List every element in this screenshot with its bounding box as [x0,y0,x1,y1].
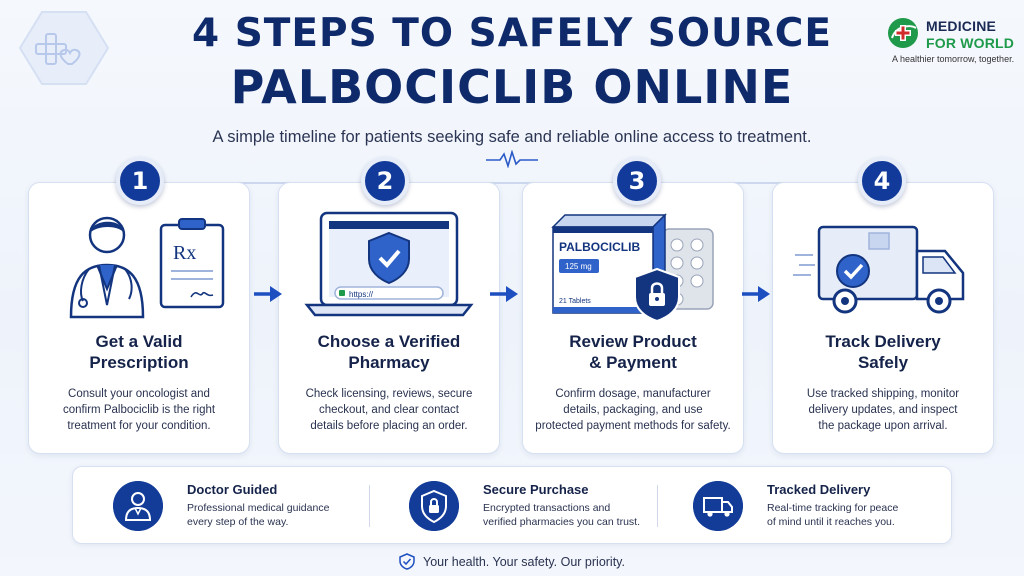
title-line-1: 4 STEPS TO SAFELY SOURCE [192,11,832,56]
step-number-badge-4: 4 [858,157,906,205]
medical-cross-logo-icon [888,18,918,48]
arrow-right-icon [742,286,770,302]
step-title: Track Delivery Safely [781,331,985,373]
page-title: 4 STEPS TO SAFELY SOURCE PALBOCICLIB ONL… [0,10,1024,116]
box-dose: 125 mg [565,262,592,271]
step-desc-line: confirm Palbociclib is the right [62,404,216,416]
feature-description: Professional medical guidance every step… [187,501,357,529]
footer: Your health. Your safety. Our priority. [0,553,1024,570]
timeline-line [150,182,890,184]
step-card-3: PALBOCICLIB 125 mg 21 Tablets Review Pro… [522,182,744,454]
subtitle: A simple timeline for patients seeking s… [212,128,812,146]
feature-desc-line: Real-time tracking for peace [767,502,899,514]
step-description: Check licensing, reviews, secure checkou… [291,386,487,434]
feature-desc-line: Encrypted transactions and [483,502,611,514]
arrow-right-icon [490,286,518,302]
step-number-badge-3: 3 [613,157,661,205]
step-title-line: Prescription [89,353,189,372]
step-card-2: https:// Choose a Verified Pharmacy Chec… [278,182,500,454]
feature-title: Doctor Guided [187,482,278,497]
heartbeat-icon [486,150,538,168]
step-desc-line: details, packaging, and use [563,404,703,416]
feature-description: Real-time tracking for peace of mind unt… [767,501,937,529]
feature-tracked-delivery: Tracked Delivery Real-time tracking for … [693,477,933,535]
step-title-line: Get a Valid [95,332,183,351]
step-desc-line: delivery updates, and inspect [808,404,958,416]
rx-symbol: Rx [173,242,196,264]
feature-title: Tracked Delivery [767,482,871,497]
feature-secure-purchase: Secure Purchase Encrypted transactions a… [409,477,669,535]
feature-desc-line: of mind until it reaches you. [767,516,895,528]
doctor-icon [113,481,163,531]
brand-logo[interactable]: MEDICINE FOR WORLD A healthier tomorrow,… [886,16,1016,66]
laptop-shield-icon: https:// [304,211,474,317]
brand-name-line-1: MEDICINE [926,18,997,34]
box-count: 21 Tablets [559,298,591,305]
feature-description: Encrypted transactions and verified phar… [483,501,653,529]
feature-title: Secure Purchase [483,482,589,497]
shield-check-icon [399,553,415,570]
step-card-1: Rx Get a Valid Prescription Consult your… [28,182,250,454]
truck-icon [693,481,743,531]
step-desc-line: Consult your oncologist and [68,388,210,400]
step-title: Choose a Verified Pharmacy [287,331,491,373]
feature-desc-line: Professional medical guidance [187,502,330,514]
step-desc-line: Confirm dosage, manufacturer [555,388,711,400]
step-number-badge-1: 1 [116,157,164,205]
step-description: Consult your oncologist and confirm Palb… [41,386,237,434]
step-description: Confirm dosage, manufacturer details, pa… [535,386,731,434]
lock-shield-icon [409,481,459,531]
box-name: PALBOCICLIB [559,240,640,254]
step-desc-line: protected payment methods for safety. [535,420,731,432]
medicine-box-lock-icon: PALBOCICLIB 125 mg 21 Tablets [551,213,714,323]
step-card-4: Track Delivery Safely Use tracked shippi… [772,182,994,454]
divider [657,485,658,527]
features-panel: Doctor Guided Professional medical guida… [72,466,952,544]
medical-hexagon-icon [18,11,110,85]
step-desc-line: treatment for your condition. [67,420,211,432]
step-title: Review Product & Payment [531,331,735,373]
step-desc-line: the package upon arrival. [818,420,948,432]
step-title-line: & Payment [589,353,677,372]
step-title-line: Safely [857,353,909,372]
feature-desc-line: every step of the way. [187,516,289,528]
doctor-prescription-icon: Rx [69,216,225,319]
step-desc-line: details before placing an order. [310,420,468,432]
step-title-line: Pharmacy [348,353,430,372]
step-title-line: Choose a Verified [317,332,461,351]
step-description: Use tracked shipping, monitor delivery u… [785,386,981,434]
divider [369,485,370,527]
feature-desc-line: verified pharmacies you can trust. [483,516,640,528]
step-title-line: Review Product [569,332,697,351]
title-line-2: PALBOCICLIB ONLINE [230,60,794,114]
step-number-badge-2: 2 [361,157,409,205]
step-desc-line: checkout, and clear contact [319,404,459,416]
url-text: https:// [349,290,374,299]
arrow-right-icon [254,286,282,302]
step-title: Get a Valid Prescription [37,331,241,373]
step-desc-line: Check licensing, reviews, secure [305,388,473,400]
step-title-line: Track Delivery [825,332,941,351]
delivery-truck-icon [793,225,965,314]
footer-text: Your health. Your safety. Our priority. [423,555,625,569]
brand-tagline: A healthier tomorrow, together. [892,54,1015,64]
brand-name-line-2: FOR WORLD [926,35,1015,51]
step-desc-line: Use tracked shipping, monitor [806,388,960,400]
feature-doctor-guided: Doctor Guided Professional medical guida… [113,477,373,535]
